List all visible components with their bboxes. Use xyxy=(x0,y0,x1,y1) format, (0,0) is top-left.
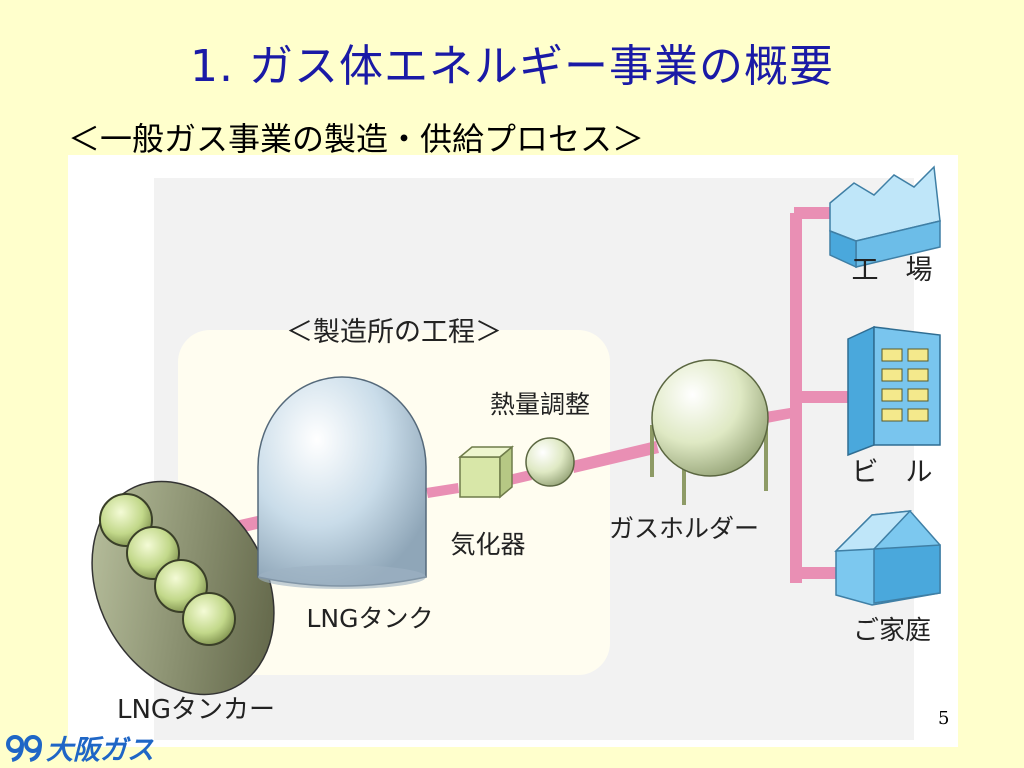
page-number: 5 xyxy=(938,708,950,729)
lng-tanker-label: LNGタンカー xyxy=(117,695,275,725)
gas-holder-label: ガスホルダー xyxy=(609,514,759,543)
building-label: ビ ル xyxy=(852,457,933,488)
plant-section-label: ＜製造所の工程＞ xyxy=(286,317,502,348)
home-icon xyxy=(834,510,941,606)
slide-title: 1. ガス体エネルギー事業の概要 xyxy=(190,41,834,92)
osaka-gas-logo-icon xyxy=(6,734,42,762)
supply-process-diagram: ＜製造所の工程＞ 熱量調整 気化器 ガスホルダー LNGタンク LNGタンカー … xyxy=(68,155,958,747)
vaporizer-icon xyxy=(457,445,515,499)
home-label: ご家庭 xyxy=(853,616,931,646)
lng-tank-icon xyxy=(257,376,427,589)
lng-tanker-icon xyxy=(91,480,275,696)
logo-text: 大阪ガス xyxy=(46,735,154,766)
factory-icon xyxy=(829,165,941,269)
heat-adjustment-label: 熱量調整 xyxy=(490,390,590,419)
heat-adjustment-icon xyxy=(525,437,575,487)
building-icon xyxy=(847,325,941,457)
lng-tank-label: LNGタンク xyxy=(306,604,433,633)
osaka-gas-logo: 大阪ガス xyxy=(6,728,154,767)
slide-subtitle: ＜一般ガス事業の製造・供給プロセス＞ xyxy=(68,120,645,158)
factory-label: 工 場 xyxy=(852,255,933,286)
gas-holder-icon xyxy=(650,359,769,505)
vaporizer-label: 気化器 xyxy=(450,530,525,559)
